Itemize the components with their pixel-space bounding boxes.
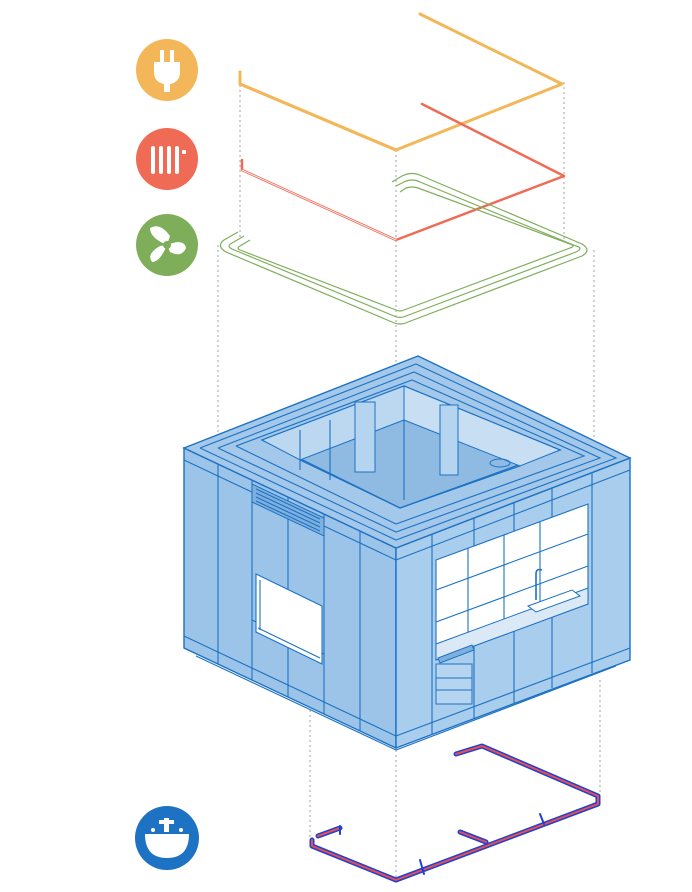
water-basin-icon	[135, 806, 199, 870]
water-pipe-layer	[309, 743, 601, 883]
left-window	[255, 573, 323, 665]
faucet	[535, 568, 543, 600]
electric-plug-icon	[136, 39, 198, 101]
radiator-icon	[136, 128, 198, 190]
cooktop	[437, 644, 475, 664]
sink	[526, 589, 582, 613]
modular-cube	[182, 355, 632, 751]
kitchen-opening	[435, 503, 589, 664]
electric-wiring-layer	[238, 12, 564, 152]
ventilation-grille	[251, 483, 325, 537]
heating-pipe-layer	[240, 102, 566, 242]
fan-icon	[136, 214, 198, 276]
projection-guides	[217, 75, 601, 880]
ventilation-duct-layer	[219, 172, 588, 325]
lower-cabinets	[435, 663, 473, 705]
